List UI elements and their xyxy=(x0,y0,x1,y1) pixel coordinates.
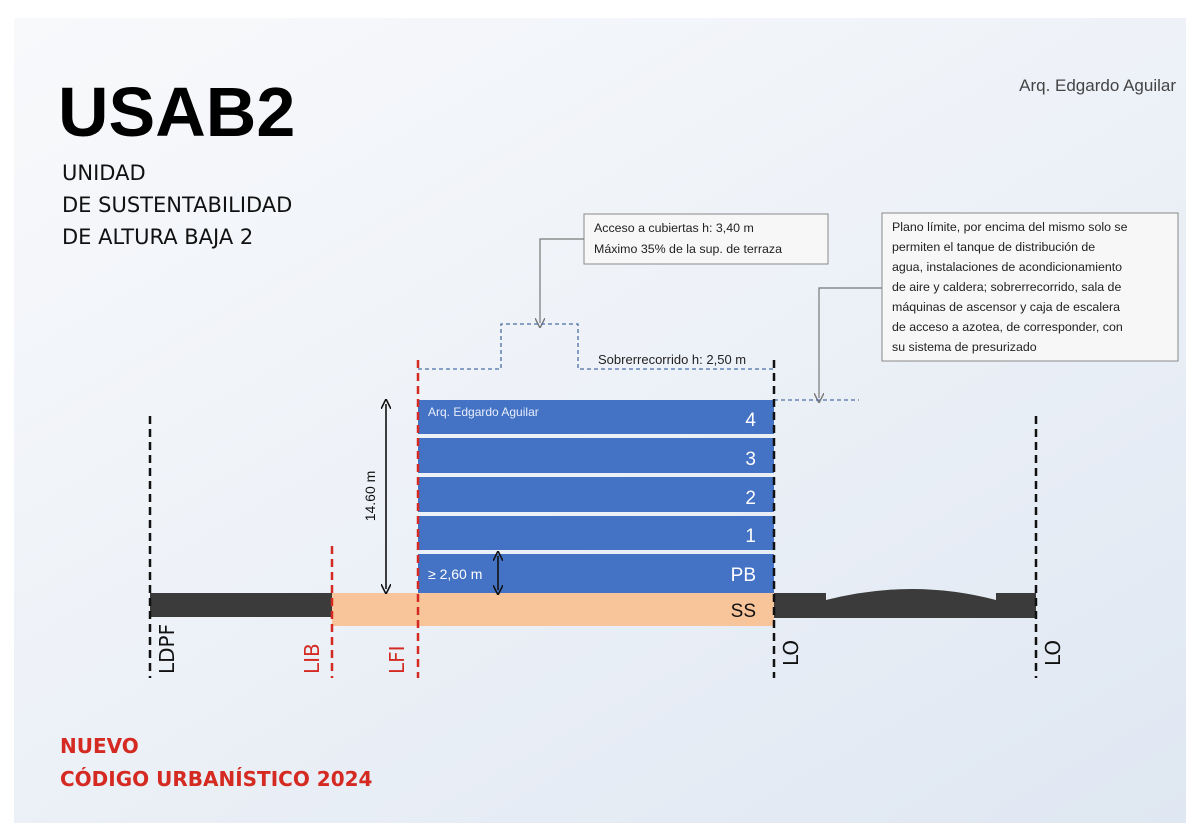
lo-right-label: LO xyxy=(1041,640,1065,666)
note-cubiertas-line-1: Acceso a cubiertas h: 3,40 m xyxy=(594,221,754,235)
ground-left xyxy=(150,593,332,617)
lfi-label: LFI xyxy=(385,645,409,674)
floor-2 xyxy=(418,477,774,512)
floor-3-label: 3 xyxy=(745,449,756,470)
height-dimension-label: 14.60 m xyxy=(362,471,378,522)
ground-right xyxy=(774,589,1036,618)
subtitle-line-3: DE ALTURA BAJA 2 xyxy=(62,225,253,249)
basement-label: SS xyxy=(731,601,756,622)
note-plano-leader xyxy=(819,287,882,398)
footer-line-2: CÓDIGO URBANÍSTICO 2024 xyxy=(60,767,372,791)
note-cubiertas-leader xyxy=(540,238,584,323)
lo-left-label: LO xyxy=(779,640,803,666)
slide: USAB2 UNIDAD DE SUSTENTABILIDAD DE ALTUR… xyxy=(14,18,1186,823)
author: Arq. Edgardo Aguilar xyxy=(1019,76,1176,95)
subtitle-line-1: UNIDAD xyxy=(62,161,146,185)
floor-4 xyxy=(418,400,774,434)
note-plano-line-7: su sistema de presurizado xyxy=(892,340,1037,354)
floor-pb-label: PB xyxy=(731,565,756,586)
subtitle-line-2: DE SUSTENTABILIDAD xyxy=(62,193,292,217)
footer-line-1: NUEVO xyxy=(60,734,139,758)
floor-4-label: 4 xyxy=(745,410,756,431)
note-plano-line-1: Plano límite, por encima del mismo solo … xyxy=(892,220,1128,234)
ldpf-label: LDPF xyxy=(155,624,179,674)
watermark: Arq. Edgardo Aguilar xyxy=(428,405,539,419)
floor-height-label: ≥ 2,60 m xyxy=(428,566,482,582)
sobrerrecorrido-label: Sobrerrecorrido h: 2,50 m xyxy=(598,352,746,367)
note-plano-line-4: de aire y caldera; sobrerrecorrido, sala… xyxy=(892,280,1121,294)
floor-3 xyxy=(418,438,774,473)
note-plano-line-6: de acceso a azotea, de corresponder, con xyxy=(892,320,1123,334)
note-cubiertas: Acceso a cubiertas h: 3,40 m Máximo 35% … xyxy=(540,213,829,323)
floor-pb xyxy=(418,554,774,593)
section-diagram: USAB2 UNIDAD DE SUSTENTABILIDAD DE ALTUR… xyxy=(58,73,1179,791)
note-plano-line-5: máquinas de ascensor y caja de escalera xyxy=(892,300,1120,314)
floor-1 xyxy=(418,516,774,550)
roof-outline xyxy=(418,323,774,370)
note-cubiertas-line-2: Máximo 35% de la sup. de terraza xyxy=(594,242,782,256)
note-plano-line-2: permiten el tanque de distribución de xyxy=(892,240,1095,254)
basement xyxy=(332,593,774,626)
lib-label: LIB xyxy=(300,643,324,674)
floor-1-label: 1 xyxy=(745,526,756,547)
floor-2-label: 2 xyxy=(745,488,756,509)
building: 4 3 2 1 PB Arq. Edgardo Aguilar xyxy=(418,400,774,593)
title: USAB2 xyxy=(58,73,295,151)
note-plano-limite: Plano límite, por encima del mismo solo … xyxy=(819,212,1179,398)
ground xyxy=(150,589,1036,618)
note-plano-line-3: agua, instalaciones de acondicionamiento xyxy=(892,260,1122,274)
